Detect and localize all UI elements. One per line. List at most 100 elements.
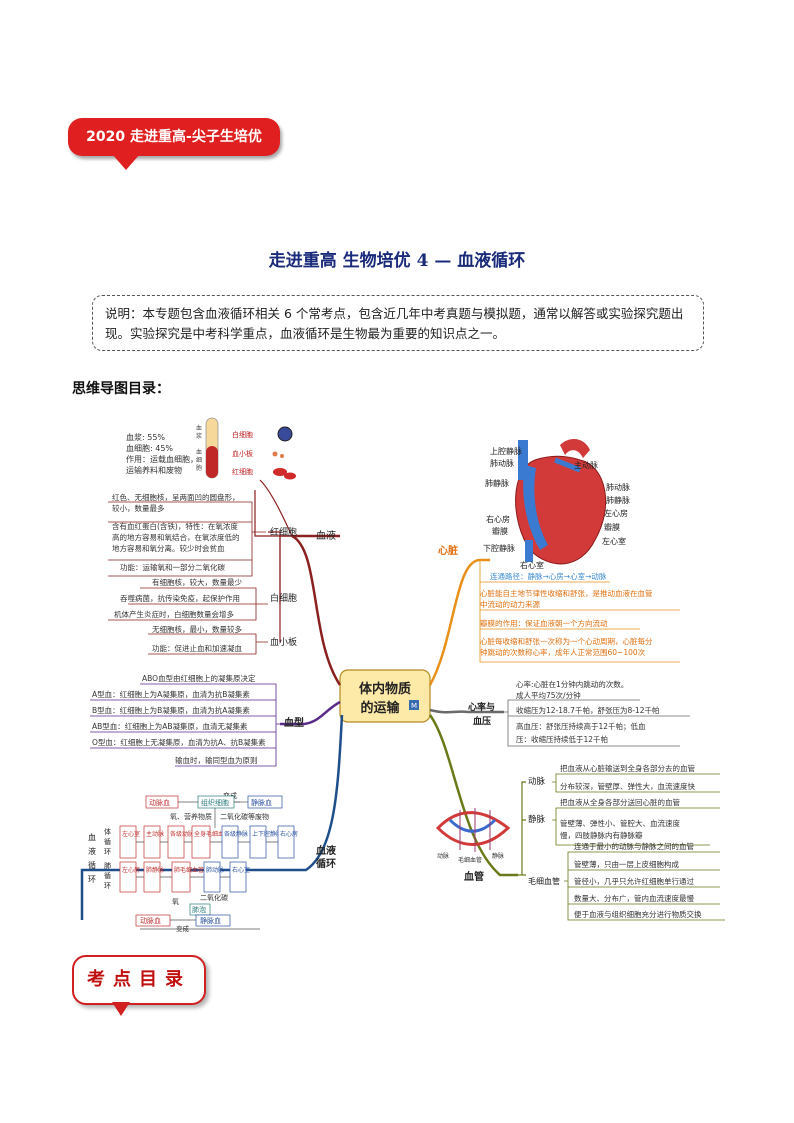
hongxibao-item: 红色、无细胞核，呈两面凹的圆盘形， — [112, 492, 240, 502]
diagram-row2: 肺静脉 — [146, 866, 164, 874]
kaodian-heading: 考点目录 — [72, 955, 206, 1005]
baixibao-label: 白细胞 — [270, 592, 297, 604]
diagram-row2: 右心室 — [232, 866, 250, 874]
diagram-body-label: 循 — [88, 860, 96, 870]
hongxibao-item: 功能：运输氧和一部分二氧化碳 — [120, 562, 225, 572]
composition-line: 血浆: 55% — [126, 432, 165, 442]
tube-label: 胞 — [196, 464, 202, 472]
diagram-row1: 右心房 — [280, 830, 298, 838]
heart-label: 上腔静脉 — [490, 446, 522, 456]
xinzang-item: 钟跳动的次数称心率，成年人正常范围60~100次 — [480, 647, 646, 657]
hongxibao-item: 含有血红蛋白(含铁)，特性：在氧浓度 — [112, 521, 238, 531]
diagram-top-waste: 二氧化碳等废物 — [220, 812, 269, 821]
cell-label: 血小板 — [232, 449, 253, 458]
heart-label: 左心室 — [602, 536, 626, 546]
xuexing-item: ABO血型由红细胞上的凝集原决定 — [142, 673, 256, 683]
composition-line: 作用：运载血细胞， — [126, 454, 198, 464]
branch-xinzang-line — [428, 558, 490, 686]
xinzang-item: 瓣膜的作用：保证血液朝一个方向流动 — [480, 618, 608, 628]
heart-label: 主动脉 — [574, 460, 598, 470]
heart-label: 右心室 — [520, 560, 544, 570]
xinzang-item: 中流动的动力来源 — [480, 599, 540, 609]
vessel-diagram — [435, 808, 511, 852]
diagram-row1: 各级静脉 — [224, 830, 248, 838]
baixibao-item: 吞噬病菌，抗传染免疫，起保护作用 — [120, 593, 240, 603]
xuexiaoban-item: 无细胞核，最小，数量较多 — [152, 624, 242, 634]
xuexing-item: O型血：红细胞上无凝集原，血清为抗A、抗B凝集素 — [92, 737, 266, 747]
mindmap-section-title: 思维导图目录： — [72, 381, 170, 397]
diagram-row2: 肺毛细血管 — [174, 866, 204, 874]
branch-xinlv-label-1: 心率与 — [468, 701, 495, 713]
heart-label: 肺静脉 — [606, 495, 630, 505]
maoxi-item: 便于血液与组织细胞充分进行物质交换 — [574, 909, 702, 919]
diagram-row2: 肺动脉 — [206, 866, 224, 874]
dongmai-label: 动脉 — [528, 776, 546, 787]
description-text: 说明：本专题包含血液循环相关 6 个常考点，包含近几年中考真题与模拟题，通常以解… — [105, 306, 684, 341]
xinzang-item: 心脏每收缩和舒张一次称为一个心动周期，心脏每分 — [480, 636, 653, 646]
jingmai-item: 把血液从全身各部分送回心脏的血管 — [560, 797, 680, 807]
diagram-row2: 左心房 — [122, 866, 140, 874]
xinlv-item: 高血压：舒张压持续高于12千帕；低血 — [516, 721, 646, 731]
diagram-top-change: 变成 — [223, 791, 237, 800]
xinzang-item: 心脏能自主地节律性收缩和舒张，是推动血液在血管 — [480, 588, 653, 598]
diagram-bottom: 肺泡 — [192, 905, 206, 914]
diagram-body-label: 血 — [88, 832, 96, 842]
heart-label: 左心房 — [604, 508, 628, 518]
diagram-row1: 主动脉 — [146, 830, 164, 838]
kaodian-tail — [112, 1002, 130, 1016]
xuexing-item: B型血：红细胞上为B凝集原，血清为抗A凝集素 — [92, 705, 250, 715]
tube-label: 血 — [196, 424, 202, 432]
diagram-bottom: 静脉血 — [200, 916, 221, 925]
diagram-fei: 肺 — [104, 862, 111, 870]
branch-xuexing-line — [280, 700, 341, 726]
hongxibao-label: 红细胞 — [270, 526, 297, 538]
heart-label: 瓣膜 — [492, 526, 508, 536]
diagram-tissue-cells: 组织细胞 — [201, 798, 229, 807]
heart-label: 肺静脉 — [485, 478, 509, 488]
diagram-bottom: 变成 — [176, 924, 190, 932]
test-tube-blood-icon — [206, 446, 218, 478]
jingmai-item: 管壁薄、弹性小、管腔大、血流速度 — [560, 818, 680, 828]
branch-xueye-label: 血液 — [316, 529, 336, 542]
diagram-venous-blood: 静脉血 — [251, 798, 272, 807]
diagram-arterial-blood: 动脉血 — [149, 798, 170, 807]
hongxibao-item: 高的地方容易和氧结合，在氧浓度低的 — [112, 532, 240, 542]
diagram-body-label: 液 — [88, 846, 96, 856]
maoxi-item: 管径小，几乎只允许红细胞单行通过 — [574, 876, 694, 886]
diagram-bottom: 二氧化碳 — [200, 893, 228, 902]
maoxi-item: 管壁薄，只由一层上皮细胞构成 — [574, 859, 679, 869]
white-cell-icon — [277, 426, 293, 442]
xuexiaoban-item: 功能：促进止血和加速凝血 — [152, 643, 242, 653]
xuexing-item: AB型血：红细胞上为AB凝集原，血清无凝集素 — [92, 721, 248, 731]
series-banner: 2020 走进重高-尖子生培优 — [68, 118, 280, 156]
diagram-row1: 上下腔静脉 — [252, 830, 282, 838]
mind-map: 体内物质 的运输 M 血液 血浆: 55% 血细胞: 45% 作用：运载血细胞，… — [80, 417, 725, 932]
hongxibao-item: 较小，数量最多 — [112, 503, 165, 513]
baixibao-item: 有细胞核，较大，数量最少 — [152, 577, 242, 587]
heart-label: 肺动脉 — [490, 458, 514, 468]
vessel-label: 毛细血管 — [458, 856, 482, 864]
branch-xueguan-line — [428, 714, 518, 877]
platelet-icon — [272, 451, 278, 457]
baixibao-item: 机体产生炎症时，白细胞数量会增多 — [114, 609, 234, 619]
diagram-fei: 环 — [104, 882, 111, 890]
branch-xunhuan-label-2: 循环 — [316, 857, 336, 870]
branch-xuexing-label: 血型 — [284, 716, 304, 729]
note-badge-icon — [409, 700, 419, 710]
composition-line: 运输养料和废物 — [126, 465, 182, 475]
branch-xueguan-label: 血管 — [464, 870, 484, 883]
composition-line: 血细胞: 45% — [126, 443, 173, 453]
xinlv-item: 成人平均75次/分钟 — [516, 690, 581, 700]
cell-label: 红细胞 — [232, 467, 253, 476]
xinlv-item: 压：收缩压持续低于12千帕 — [516, 734, 608, 744]
xinzang-item: 连通路径：静脉→心房→心室→动脉 — [490, 571, 607, 581]
diagram-row1: 全身毛细血管 — [194, 830, 230, 838]
branch-xinlv-label-2: 血压 — [473, 715, 491, 727]
banner-tail — [112, 154, 140, 170]
jingmai-item: 慢，四肢静脉内有静脉瓣 — [560, 830, 643, 840]
xuexing-item: 输血时，输同型血为原则 — [175, 755, 258, 765]
xinlv-item: 收缩压为12-18.7千帕，舒张压为8-12千帕 — [516, 705, 659, 715]
page-title: 走进重高 生物培优 4 — 血液循环 — [268, 251, 526, 271]
xinlv-item: 心率:心脏在1分钟内跳动的次数。 — [516, 679, 628, 689]
diagram-fei: 循 — [104, 871, 111, 880]
